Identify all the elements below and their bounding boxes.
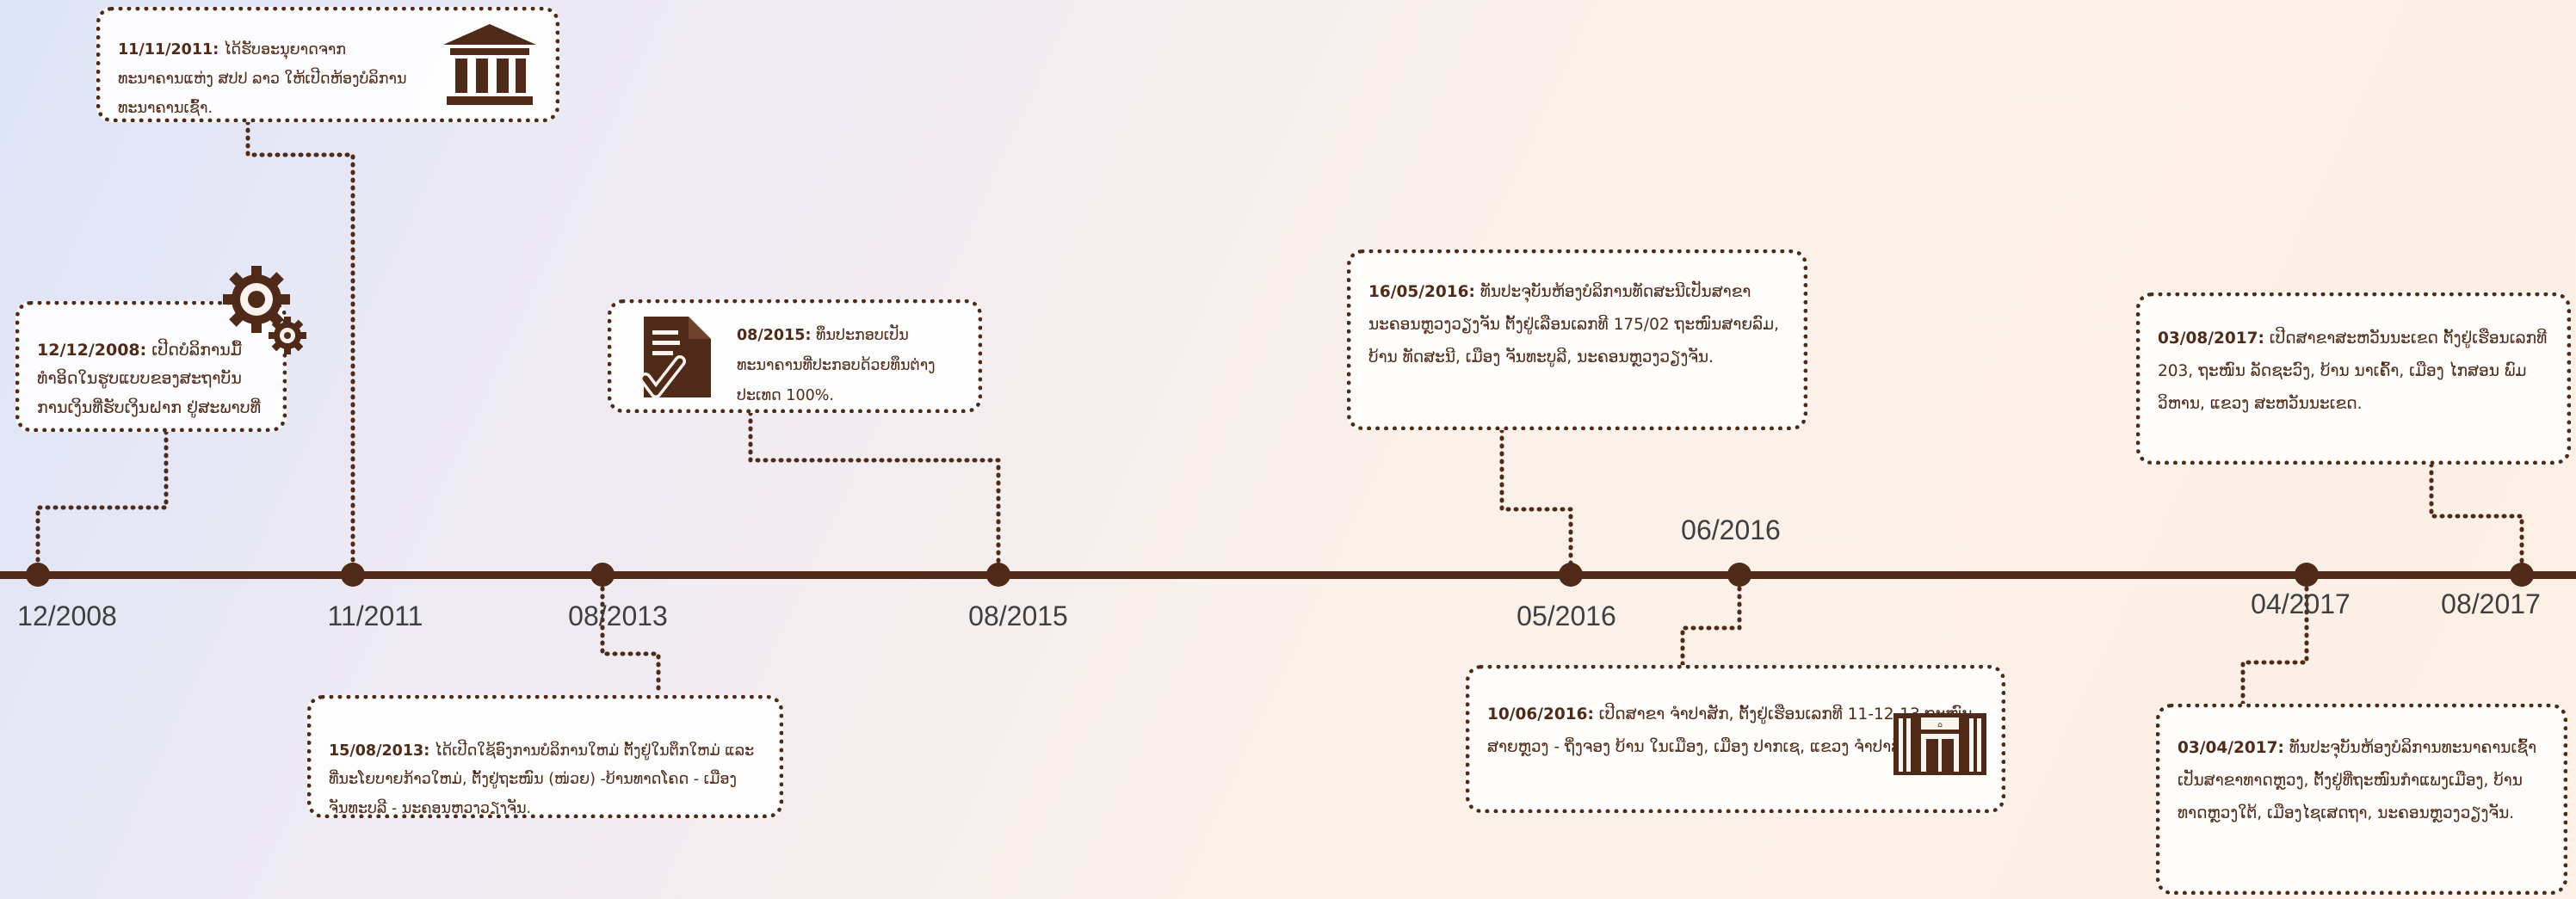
- svg-text:⌂: ⌂: [1937, 721, 1943, 730]
- connector-2016b: [1680, 578, 1742, 668]
- date-label-2016-05: 05/2016: [1517, 600, 1616, 631]
- timeline-dot-2016-06: [1727, 563, 1751, 587]
- timeline-dot-2017-04: [2295, 563, 2319, 587]
- event-date: 10/06/2016:: [1487, 705, 1594, 724]
- timeline-dot-2013-08: [590, 563, 615, 587]
- event-date: 03/08/2017:: [2158, 329, 2264, 348]
- bank-building-icon: [443, 24, 536, 105]
- event-text: ທັນປະຈຸບັນຫ້ອງບໍລິການທະນາຄານເຊົ້າເປັນສາຂ…: [2178, 739, 2537, 822]
- connector-2011: [245, 120, 355, 567]
- timeline-dot-2008-12: [26, 563, 50, 587]
- event-text: ໄດ້ຮັບອະນຸຍາດຈາກທະນາຄານແຫ່ງ ສປປ ລາວ ໃຫ້ເ…: [118, 41, 407, 118]
- event-card-2017-08: 03/08/2017: ເປີດສາຂາສະຫວັນນະເຂດ ຕັ້ງຢູ່ເ…: [2136, 292, 2571, 465]
- timeline-dot-2015-08: [986, 563, 1010, 587]
- event-text: ທຶນປະກອບເປັນທະນາຄານທີ່ປະກອບດ້ວຍທຶນຕ່າງປະ…: [737, 327, 936, 404]
- connector-2015: [748, 410, 1001, 567]
- event-date: 16/05/2016:: [1368, 283, 1475, 301]
- document-signed-icon: [639, 317, 711, 398]
- connector-2008: [35, 429, 169, 567]
- event-text: ທັນປະຈຸບັນຫ້ອງບໍລິການທັດສະນີເປັນສາຂານະຄອ…: [1368, 283, 1779, 366]
- date-label-2016-06: 06/2016: [1681, 514, 1781, 545]
- event-card-2017-04: 03/04/2017: ທັນປະຈຸບັນຫ້ອງບໍລິການທະນາຄານ…: [2156, 704, 2567, 895]
- date-label-2011-11: 11/2011: [327, 600, 423, 631]
- timeline-dot-2011-11: [341, 563, 365, 587]
- event-card-2013: 15/08/2013: ໄດ້ເປີດໃຊ້ອົງການບໍລິການໃຫມ່ …: [307, 695, 783, 818]
- event-text: ໄດ້ເປີດໃຊ້ອົງການບໍລິການໃຫມ່ ຕັ້ງຢູ່ໃນຕຶກ…: [329, 742, 755, 817]
- connector-2013: [600, 578, 661, 698]
- event-card-2008: 12/12/2008: ເປີດບໍລິການມື້ທຳອິດໃນຮູບແບບຂ…: [15, 301, 287, 432]
- event-text: ເປີດສາຂາ ຈຳປາສັກ, ຕັ້ງຢູ່ເຮືອນເລກທີ 11-1…: [1487, 705, 1973, 756]
- date-label-2015-08: 08/2015: [968, 600, 1068, 631]
- timeline-axis: [0, 571, 2576, 579]
- event-date: 11/11/2011:: [118, 41, 219, 58]
- event-text: ເປີດສາຂາສະຫວັນນະເຂດ ຕັ້ງຢູ່ເຮືອນເລກທີ 20…: [2158, 329, 2548, 413]
- date-label-2017-08: 08/2017: [2441, 588, 2541, 619]
- gears-icon: [223, 266, 306, 354]
- date-label-2008-12: 12/2008: [17, 600, 117, 631]
- event-date: 15/08/2013:: [329, 742, 430, 760]
- date-label-2017-04: 04/2017: [2251, 588, 2351, 619]
- connector-2016a: [1499, 428, 1573, 567]
- date-label-2013-08: 08/2013: [568, 600, 668, 631]
- branch-building-icon: ⌂: [1893, 713, 1986, 775]
- event-date: 08/2015:: [737, 327, 812, 344]
- timeline-dot-2016-05: [1559, 563, 1583, 587]
- event-text: ເປີດບໍລິການມື້ທຳອິດໃນຮູບແບບຂອງສະຖາບັນການ…: [37, 341, 262, 428]
- connector-2017a: [2240, 578, 2309, 706]
- event-date: 12/12/2008:: [37, 341, 147, 360]
- event-card-2016-05: 16/05/2016: ທັນປະຈຸບັນຫ້ອງບໍລິການທັດສະນີ…: [1347, 249, 1807, 430]
- timeline-dot-2017-08: [2510, 563, 2534, 587]
- connector-2017b: [2429, 462, 2524, 567]
- event-date: 03/04/2017:: [2178, 739, 2284, 757]
